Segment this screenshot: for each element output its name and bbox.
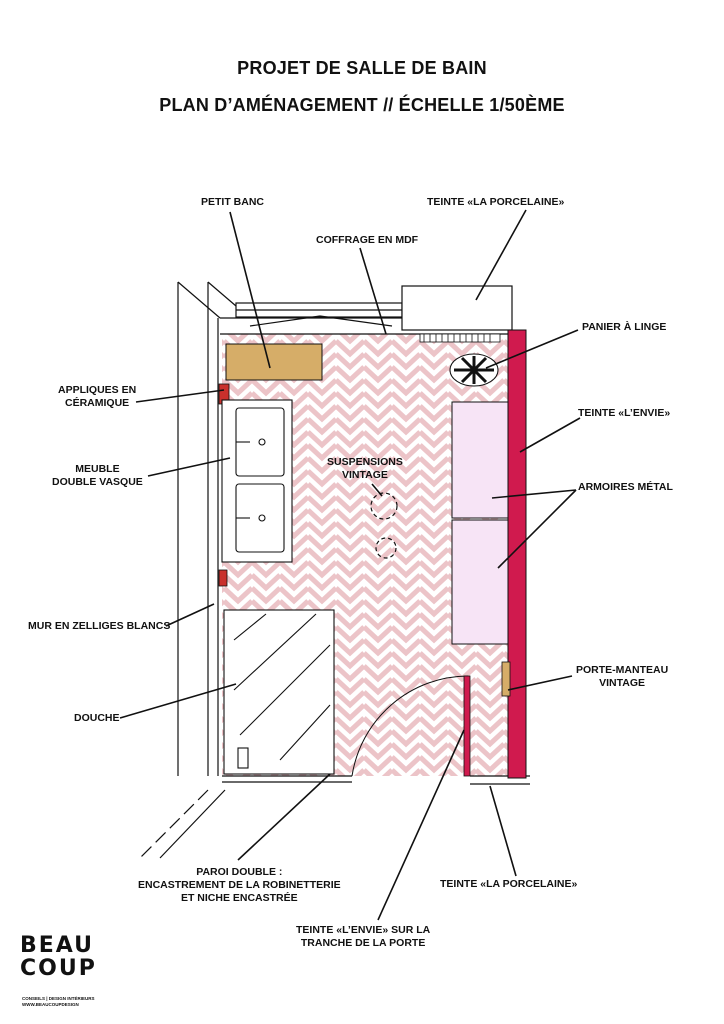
label-mur: MUR EN ZELLIGES BLANCS [28, 620, 171, 632]
label-coffrage: COFFRAGE EN MDF [316, 234, 419, 246]
page-subtitle: PLAN D’AMÉNAGEMENT // ÉCHELLE 1/50ÈME [159, 95, 565, 115]
suspension-2 [375, 537, 397, 559]
label-armoires: ARMOIRES MÉTAL [578, 481, 673, 493]
suspension-1 [370, 492, 398, 520]
label-paroi: PAROI DOUBLE :ENCASTREMENT DE LA ROBINET… [138, 866, 341, 904]
porte-manteau [501, 661, 511, 697]
envie-wall [507, 329, 527, 779]
label-porcelaine-bottom: TEINTE «LA PORCELAINE» [440, 878, 578, 890]
label-envie: TEINTE «L’ENVIE» [578, 407, 671, 419]
page-title: PROJET DE SALLE DE BAIN [237, 58, 487, 78]
label-petit-banc: PETIT BANC [201, 196, 264, 208]
armoire-2 [451, 519, 509, 645]
douche [223, 609, 335, 775]
panier-linge [449, 353, 499, 387]
petit-banc [225, 343, 323, 381]
label-porcelaine-top: TEINTE «LA PORCELAINE» [427, 196, 565, 208]
door-edge [463, 675, 471, 777]
label-douche: DOUCHE [74, 712, 120, 724]
armoire-1 [451, 401, 509, 519]
label-panier: PANIER À LINGE [582, 321, 667, 333]
